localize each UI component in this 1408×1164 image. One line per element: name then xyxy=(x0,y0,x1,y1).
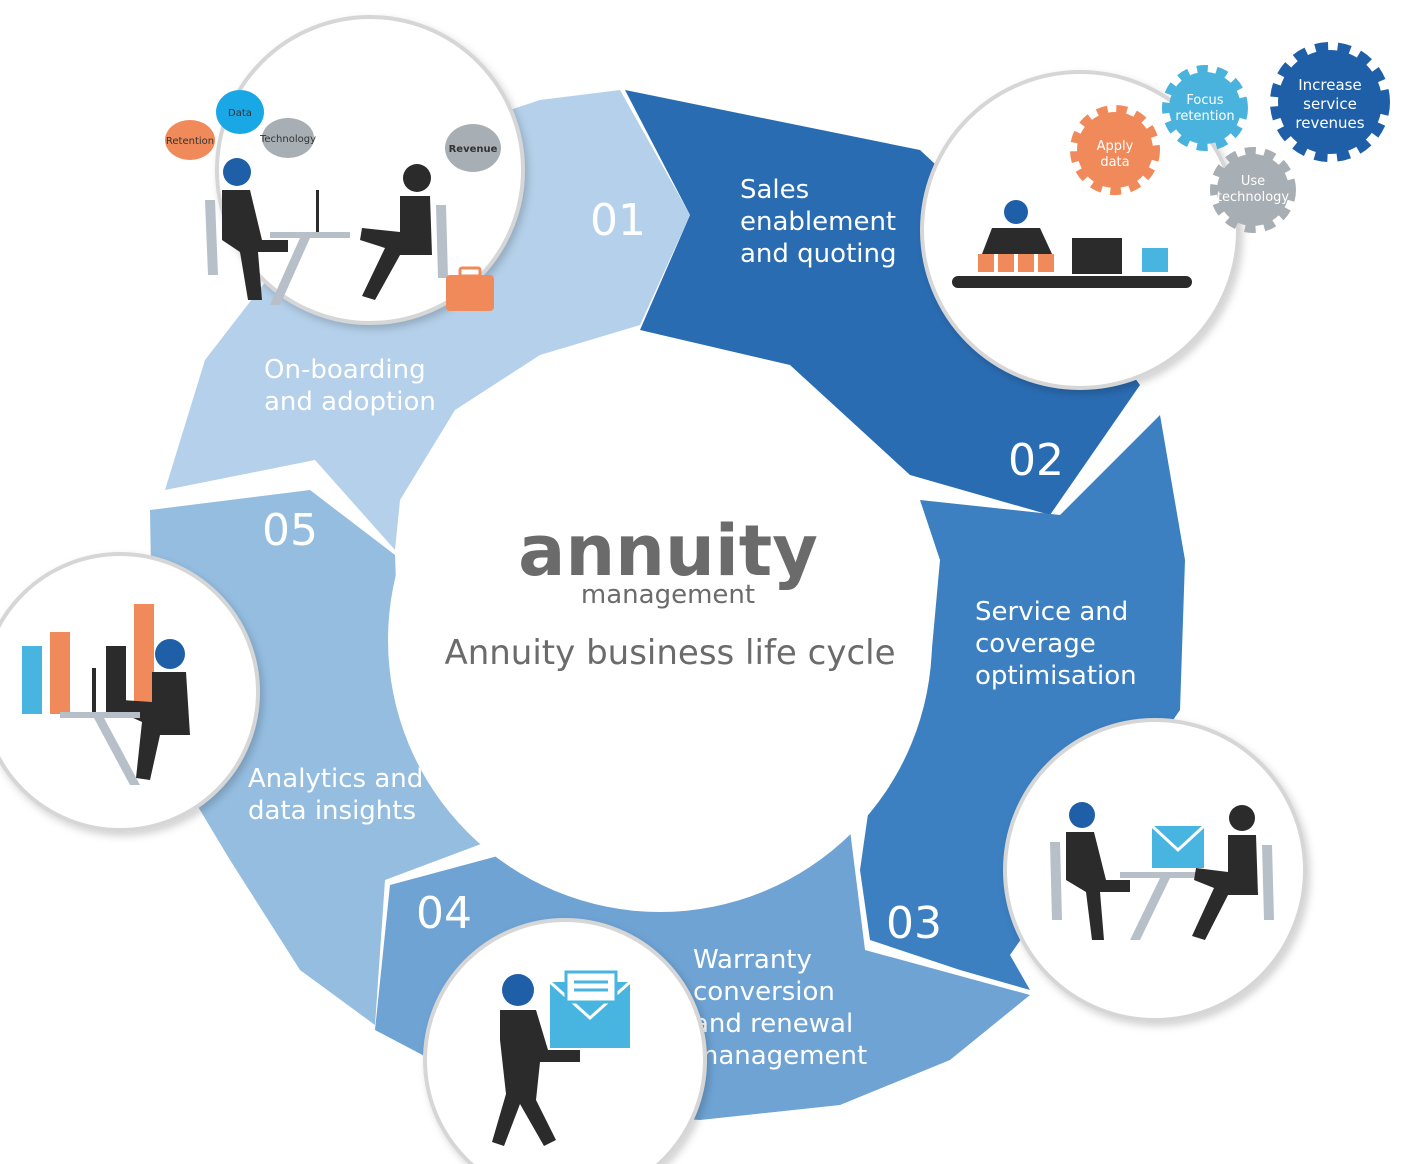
svg-text:technology: technology xyxy=(1217,190,1289,205)
svg-text:On-boarding: On-boarding xyxy=(264,355,426,385)
svg-text:and adoption: and adoption xyxy=(264,387,436,417)
svg-text:management: management xyxy=(693,1041,867,1071)
svg-text:Analytics and: Analytics and xyxy=(248,764,423,794)
bubble-technology-icon: Technology xyxy=(259,118,316,158)
gear-apply-data-icon: Apply data xyxy=(1070,105,1160,195)
svg-text:Data: Data xyxy=(228,108,252,119)
service-illustration xyxy=(1003,718,1307,1022)
briefcase-icon xyxy=(446,266,494,311)
onboarding-illustration: Retention Data Technology Revenue xyxy=(165,15,525,325)
stage-number-01: 01 xyxy=(590,195,646,246)
gear-focus-retention-icon: Focus retention xyxy=(1162,65,1248,151)
person-seated-left-icon xyxy=(1050,802,1130,940)
svg-text:Increase: Increase xyxy=(1298,76,1361,94)
envelope-icon xyxy=(548,970,632,1048)
svg-text:and renewal: and renewal xyxy=(693,1009,853,1039)
svg-text:Use: Use xyxy=(1241,174,1265,189)
person-seated-left-icon xyxy=(205,158,288,300)
segment-01-sales[interactable] xyxy=(625,90,1140,515)
desk-icon xyxy=(270,190,350,305)
envelope-icon xyxy=(1150,824,1206,868)
bubble-retention-icon: Retention xyxy=(165,120,215,160)
logo-management: management xyxy=(581,580,755,610)
segment-05-onboarding[interactable] xyxy=(165,90,690,550)
svg-text:data insights: data insights xyxy=(248,796,416,826)
svg-text:service: service xyxy=(1303,95,1357,113)
warranty-illustration xyxy=(423,918,707,1164)
stage-label-02: Service and coverage optimisation xyxy=(975,597,1137,691)
gear-use-technology-icon: Use technology xyxy=(1210,147,1296,233)
center-circle xyxy=(388,368,932,912)
svg-text:enablement: enablement xyxy=(740,207,896,237)
stage-number-02: 02 xyxy=(1008,435,1064,486)
person-computer-icon xyxy=(60,639,190,785)
stage-number-05: 05 xyxy=(262,505,318,556)
svg-text:Focus: Focus xyxy=(1186,93,1223,108)
svg-text:Technology: Technology xyxy=(259,134,316,145)
logo-annuity: annuity xyxy=(518,510,818,592)
person-seated-right-icon xyxy=(1192,805,1274,940)
desk-icon xyxy=(1120,872,1210,940)
stage-label-04: Analytics and data insights xyxy=(248,764,423,826)
stage-label-01: Sales enablement and quoting xyxy=(740,175,896,269)
svg-text:Revenue: Revenue xyxy=(449,144,498,155)
svg-text:Retention: Retention xyxy=(166,136,214,147)
svg-text:Apply: Apply xyxy=(1097,139,1134,154)
center-subtitle: Annuity business life cycle xyxy=(444,633,895,673)
svg-text:retention: retention xyxy=(1175,109,1234,124)
svg-text:and quoting: and quoting xyxy=(740,239,896,269)
svg-text:data: data xyxy=(1100,155,1129,170)
person-seated-right-icon xyxy=(360,164,448,300)
bubble-data-icon: Data xyxy=(216,90,264,134)
bar-chart-icon xyxy=(22,604,154,714)
stage-number-03: 03 xyxy=(886,898,942,949)
svg-text:Service and: Service and xyxy=(975,597,1128,627)
svg-text:Sales: Sales xyxy=(740,175,809,205)
conveyor-belt-icon xyxy=(952,238,1192,288)
svg-text:conversion: conversion xyxy=(693,977,835,1007)
gear-increase-service-revenues-icon: Increase service revenues xyxy=(1270,42,1390,162)
person-carrying-icon xyxy=(492,974,580,1146)
svg-text:revenues: revenues xyxy=(1295,114,1364,132)
worker-icon xyxy=(982,200,1052,254)
stage-number-04: 04 xyxy=(416,888,472,939)
bubble-revenue-icon: Revenue xyxy=(445,124,501,172)
svg-text:coverage: coverage xyxy=(975,629,1096,659)
stage-label-03: Warranty conversion and renewal manageme… xyxy=(693,945,867,1071)
analytics-illustration xyxy=(0,552,260,832)
stage-label-05: On-boarding and adoption xyxy=(264,355,436,417)
segment-02-service[interactable] xyxy=(860,415,1185,990)
svg-text:Warranty: Warranty xyxy=(693,945,812,975)
svg-text:optimisation: optimisation xyxy=(975,661,1137,691)
